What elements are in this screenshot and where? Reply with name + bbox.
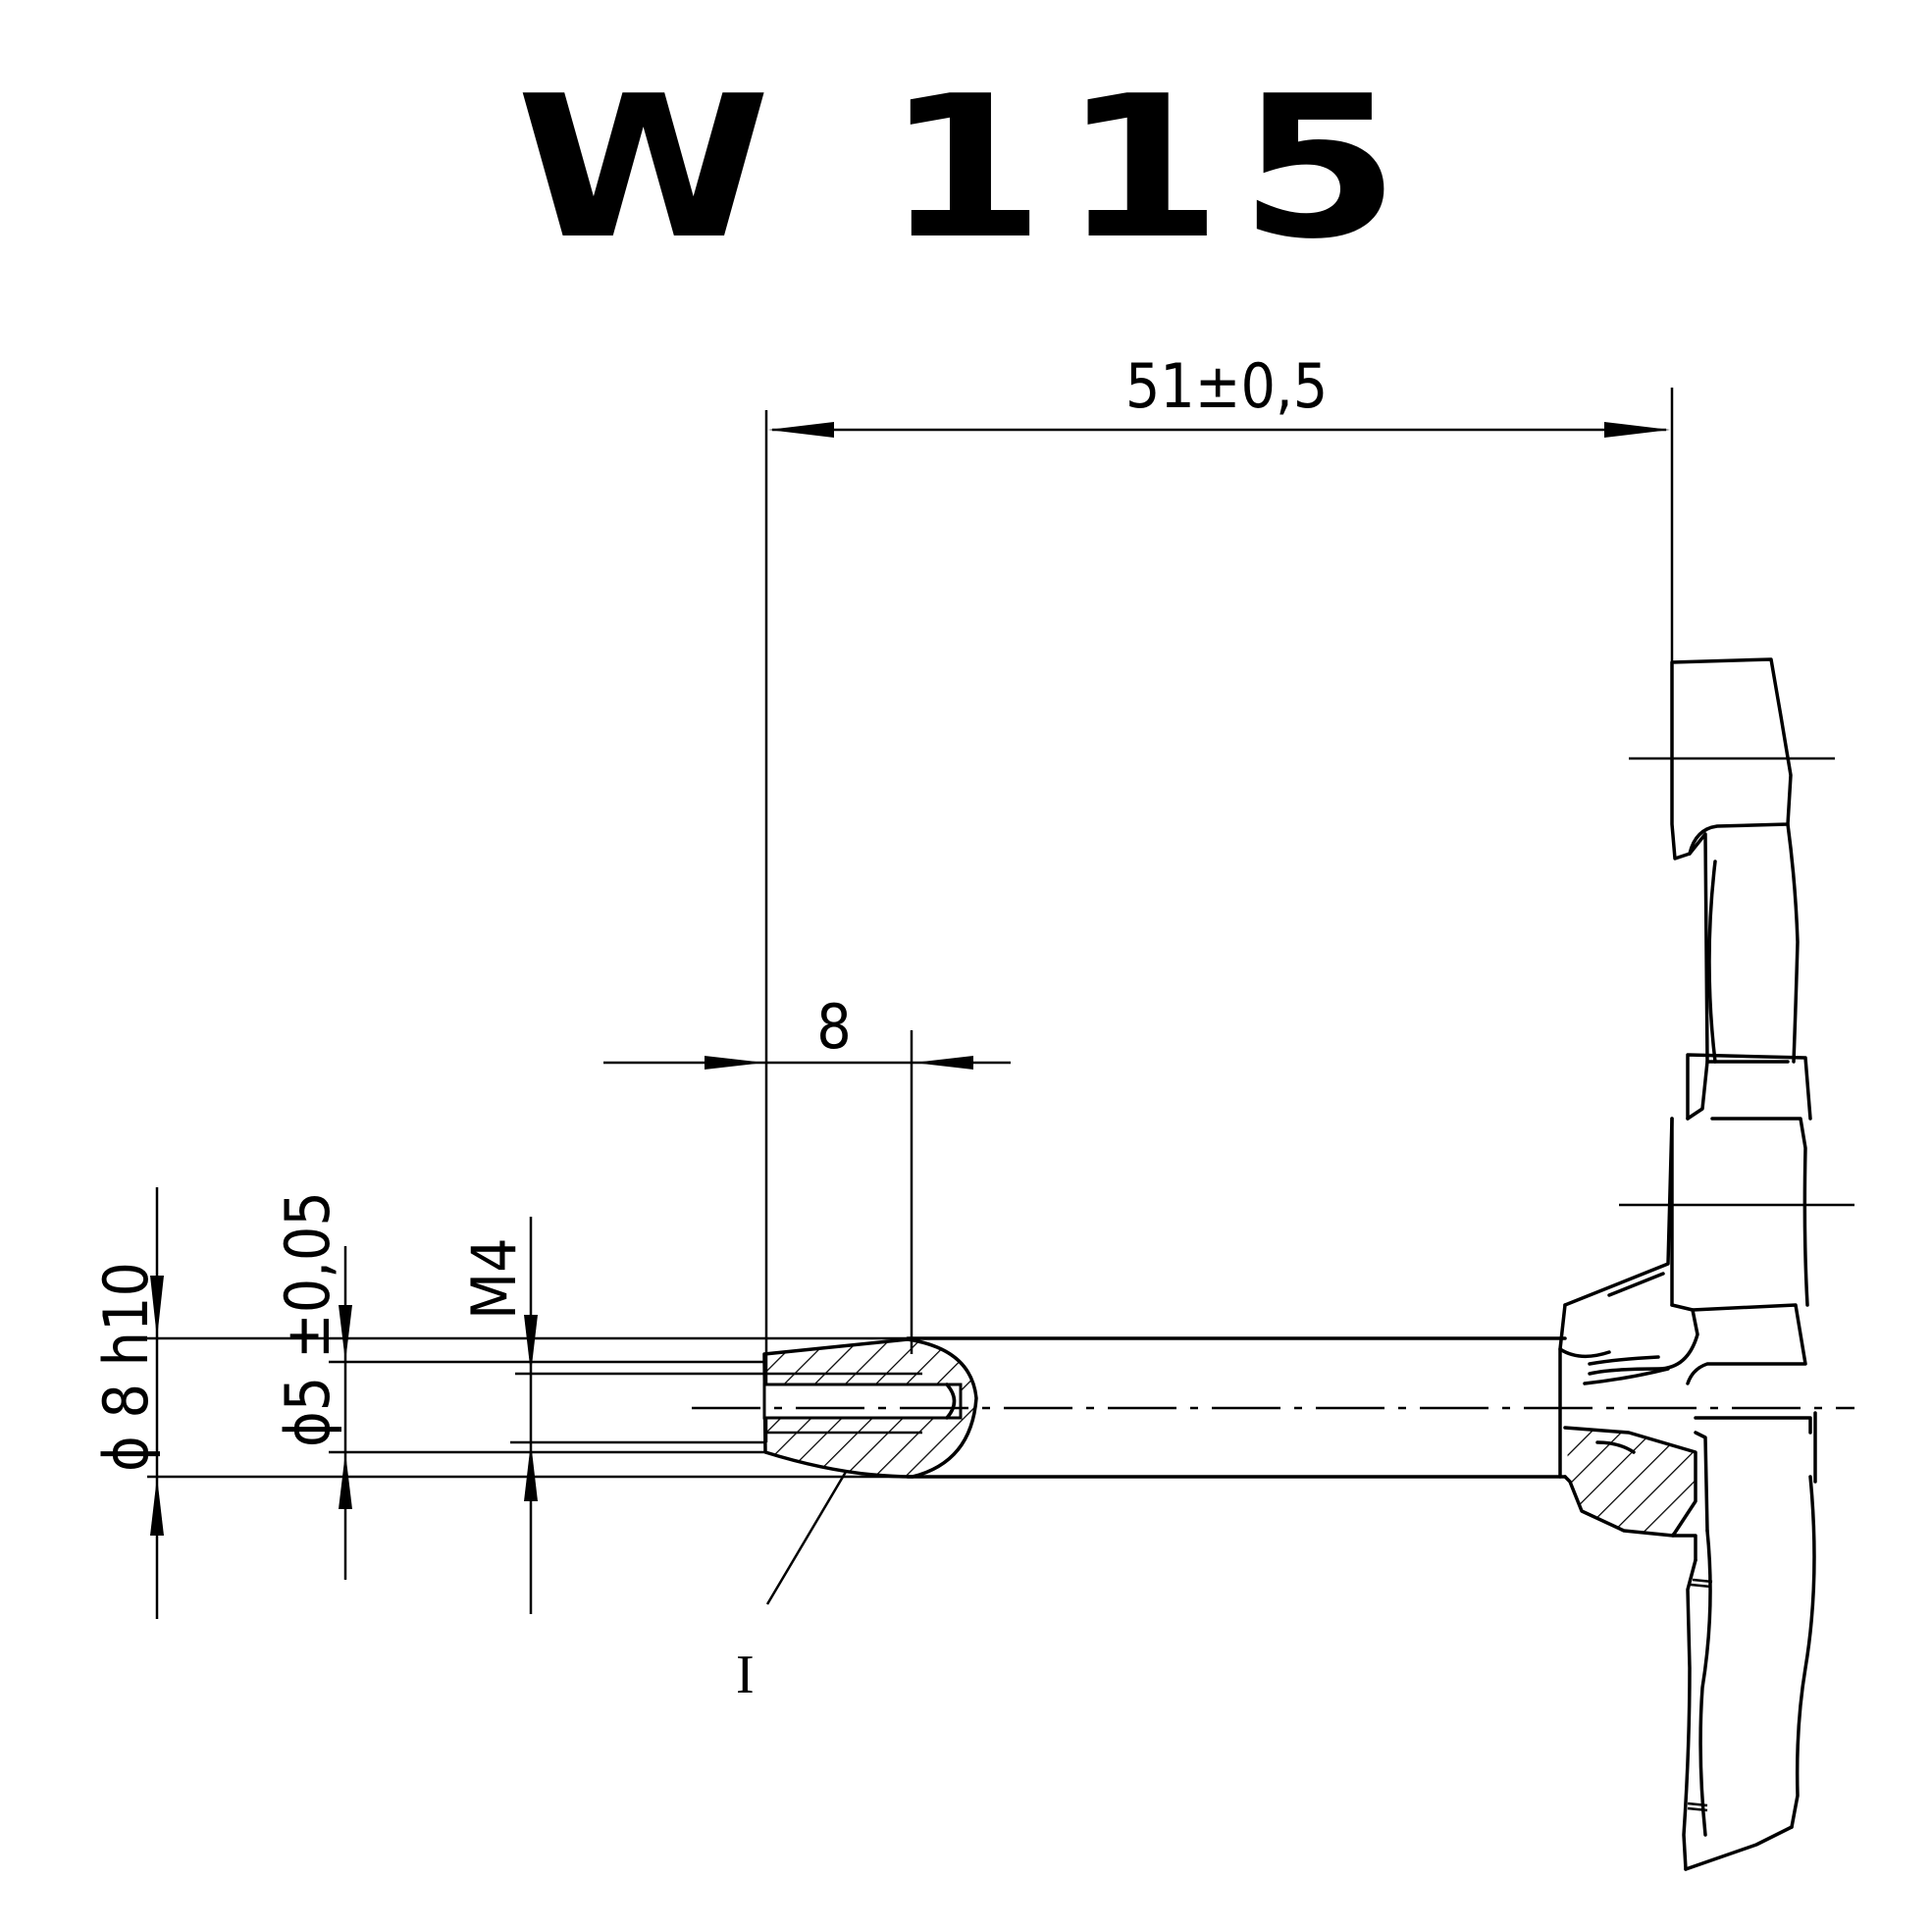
drawing-title: W 115 xyxy=(515,54,1417,283)
thread-label: M4 xyxy=(458,1237,530,1320)
dimension-thread-depth: 8 xyxy=(603,991,1011,1354)
detail-marker: I xyxy=(736,1471,848,1705)
bore-diameter-label: ϕ5 ±0,05 xyxy=(272,1191,343,1447)
dimension-shaft-diameter: ϕ 8 h10 xyxy=(90,1187,164,1619)
dimension-overall-length: 51±0,5 xyxy=(764,350,1674,1442)
shaft xyxy=(147,1336,1854,1479)
overall-length-label: 51±0,5 xyxy=(1125,350,1328,422)
dimension-bore-diameter: ϕ5 ±0,05 xyxy=(272,1191,352,1580)
impeller-disc xyxy=(1558,657,1854,1871)
shaft-diameter-label: ϕ 8 h10 xyxy=(90,1262,162,1472)
dimension-thread: M4 xyxy=(458,1217,538,1614)
detail-marker-label: I xyxy=(736,1645,755,1705)
thread-depth-label: 8 xyxy=(816,991,851,1063)
